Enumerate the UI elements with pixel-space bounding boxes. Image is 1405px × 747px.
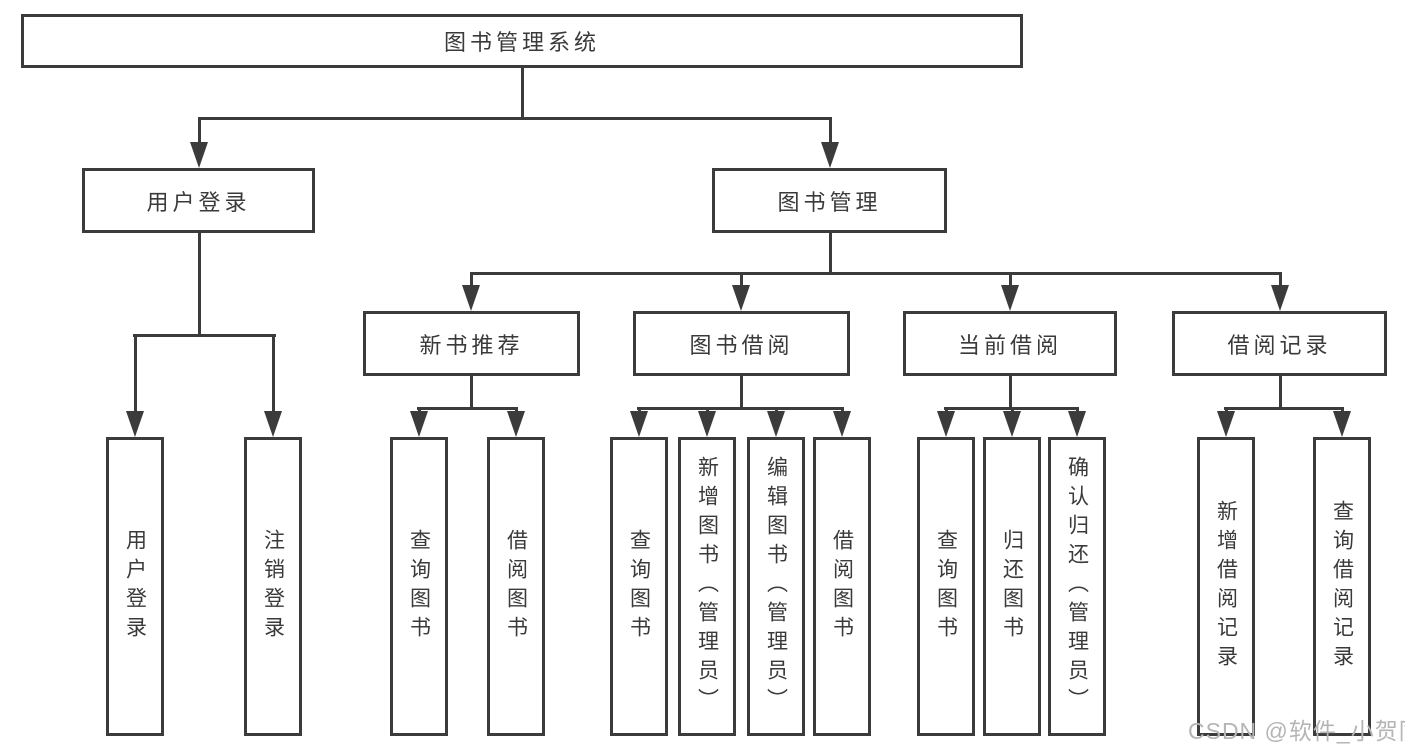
connector-vline (1278, 272, 1282, 292)
arrowhead-down (126, 411, 144, 437)
node-book-management: 图书管理 (712, 168, 947, 233)
leaf-add-books-admin: 新增图书（管理员） (678, 437, 736, 736)
leaf-return-books: 归还图书 (983, 437, 1041, 736)
connector-vline (197, 233, 201, 337)
connector-hline (470, 272, 1282, 275)
node-library-management-system: 图书管理系统 (21, 14, 1023, 68)
connector-hline (637, 407, 844, 410)
leaf-query-books-recommend: 查询图书 (390, 437, 448, 736)
leaf-label: 查询图书 (407, 528, 431, 645)
arrowhead-down (821, 142, 839, 168)
leaf-label: 用户登录 (123, 528, 147, 645)
leaf-query-borrow-record: 查询借阅记录 (1313, 437, 1371, 736)
arrowhead-down (767, 411, 785, 437)
leaf-label: 注销登录 (261, 528, 285, 645)
arrowhead-down (1217, 411, 1235, 437)
arrowhead-down (462, 285, 480, 311)
arrowhead-down (1333, 411, 1351, 437)
node-current-borrow: 当前借阅 (903, 311, 1117, 376)
node-borrow-records: 借阅记录 (1172, 311, 1387, 376)
arrowhead-down (1068, 411, 1086, 437)
connector-vline (469, 376, 473, 410)
arrowhead-down (507, 411, 525, 437)
connector-hline (1224, 407, 1344, 410)
arrowhead-down (937, 411, 955, 437)
leaf-label: 新增借阅记录 (1214, 499, 1238, 674)
connector-vline (828, 117, 832, 147)
leaf-query-books-current: 查询图书 (917, 437, 975, 736)
arrowhead-down (732, 285, 750, 311)
connector-vline (1278, 376, 1282, 410)
arrowhead-down (1001, 285, 1019, 311)
arrowhead-down (190, 142, 208, 168)
leaf-add-borrow-record: 新增借阅记录 (1197, 437, 1255, 736)
arrowhead-down (1003, 411, 1021, 437)
connector-hline (133, 334, 276, 337)
connector-vline (1008, 272, 1012, 292)
leaf-label: 借阅图书 (830, 528, 854, 645)
connector-vline (828, 233, 832, 275)
watermark: CSDN @软件_小贺同学 (1188, 718, 1405, 744)
leaf-label: 借阅图书 (504, 528, 528, 645)
node-new-book-recommend: 新书推荐 (363, 311, 580, 376)
arrowhead-down (833, 411, 851, 437)
connector-vline (197, 117, 201, 147)
connector-vline (271, 334, 275, 418)
arrowhead-down (630, 411, 648, 437)
connector-vline (739, 272, 743, 292)
arrowhead-down (1271, 285, 1289, 311)
leaf-label: 查询借阅记录 (1330, 499, 1354, 674)
leaf-confirm-return-admin: 确认归还（管理员） (1048, 437, 1106, 736)
leaf-query-books-borrow: 查询图书 (610, 437, 668, 736)
leaf-label: 新增图书（管理员） (695, 456, 719, 717)
connector-vline (469, 272, 473, 292)
leaf-edit-books-admin: 编辑图书（管理员） (747, 437, 805, 736)
connector-vline (739, 376, 743, 410)
leaf-label: 编辑图书（管理员） (764, 456, 788, 717)
leaf-label: 确认归还（管理员） (1065, 456, 1089, 717)
connector-vline (133, 334, 137, 418)
connector-hline (417, 407, 518, 410)
node-user-login: 用户登录 (82, 168, 315, 233)
leaf-logout: 注销登录 (244, 437, 302, 736)
leaf-label: 查询图书 (627, 528, 651, 645)
arrowhead-down (410, 411, 428, 437)
leaf-borrow-books-recommend: 借阅图书 (487, 437, 545, 736)
leaf-borrow-books: 借阅图书 (813, 437, 871, 736)
leaf-label: 查询图书 (934, 528, 958, 645)
connector-vline (520, 68, 524, 120)
leaf-label: 归还图书 (1000, 528, 1024, 645)
connector-hline (198, 117, 831, 120)
node-book-borrow: 图书借阅 (633, 311, 850, 376)
arrowhead-down (264, 411, 282, 437)
leaf-user-login: 用户登录 (106, 437, 164, 736)
connector-vline (1008, 376, 1012, 410)
arrowhead-down (698, 411, 716, 437)
